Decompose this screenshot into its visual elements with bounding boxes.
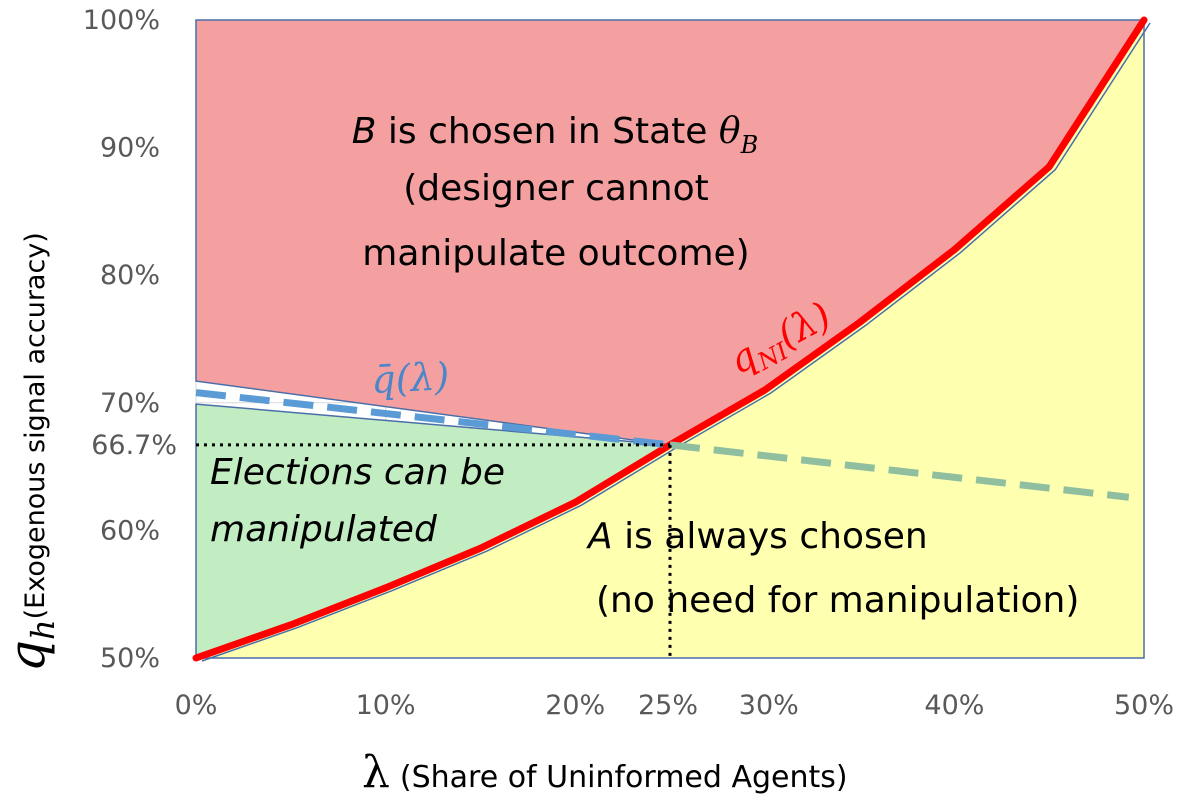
- qbar-label: q̄(λ): [370, 354, 450, 402]
- y-tick-label: 90%: [100, 133, 160, 164]
- y-axis-label: (Exogenous signal accuracy): [20, 232, 51, 619]
- x-axis-symbol: λ: [362, 747, 390, 798]
- y-axis-title: qh(Exogenous signal accuracy): [0, 232, 62, 672]
- y-axis-subscript: h: [24, 619, 62, 640]
- y-tick-label: 60%: [100, 515, 160, 546]
- x-axis-label: (Share of Uninformed Agents): [400, 760, 848, 795]
- lines: [192, 16, 1151, 662]
- y-tick-label: 50%: [100, 643, 160, 674]
- x-tick-label: 30%: [739, 690, 799, 721]
- y-tick-label: 70%: [100, 388, 160, 419]
- y-tick-label: 80%: [100, 260, 160, 291]
- region-a-label-rest: is always chosen: [613, 516, 928, 557]
- x-tick-label: 40%: [924, 690, 984, 721]
- x-tick-label: 50%: [1114, 690, 1174, 721]
- region-b-label-theta-sub: B: [740, 131, 759, 159]
- region-b-label-b: B: [352, 111, 377, 152]
- ticks: 0% 10% 20% 25% 30% 40% 50% 50% 60% 66.7% 70% 80% 90%…: [83, 5, 1174, 721]
- region-b-label-theta: θ: [719, 111, 741, 152]
- x-tick-label: 10%: [356, 690, 416, 721]
- region-a-label-line1: A is always chosen: [586, 516, 928, 557]
- x-tick-label: 20%: [545, 690, 605, 721]
- region-b-label-mid: is chosen in State: [376, 111, 718, 152]
- region-b-label-line2: (designer cannot: [403, 168, 709, 209]
- y-tick-label: 100%: [83, 5, 160, 36]
- region-green-label-line1: Elections can be: [210, 452, 505, 493]
- x-tick-label: 0%: [175, 690, 218, 721]
- y-axis-symbol: q: [0, 640, 56, 672]
- region-green-label-line2: manipulated: [210, 509, 438, 550]
- region-a-label-line2: (no need for manipulation): [596, 580, 1079, 621]
- x-axis-title: λ (Share of Uninformed Agents): [362, 747, 848, 798]
- x-tick-label: 25%: [638, 690, 698, 721]
- qbar-line-blue: [195, 389, 671, 449]
- region-b-label-line1: B is chosen in State θB: [352, 111, 758, 159]
- region-b-label-line3: manipulate outcome): [362, 233, 749, 274]
- region-a-label-a: A: [586, 516, 613, 557]
- y-tick-label: 66.7%: [91, 430, 177, 461]
- qbar-line-green: [669, 441, 1130, 501]
